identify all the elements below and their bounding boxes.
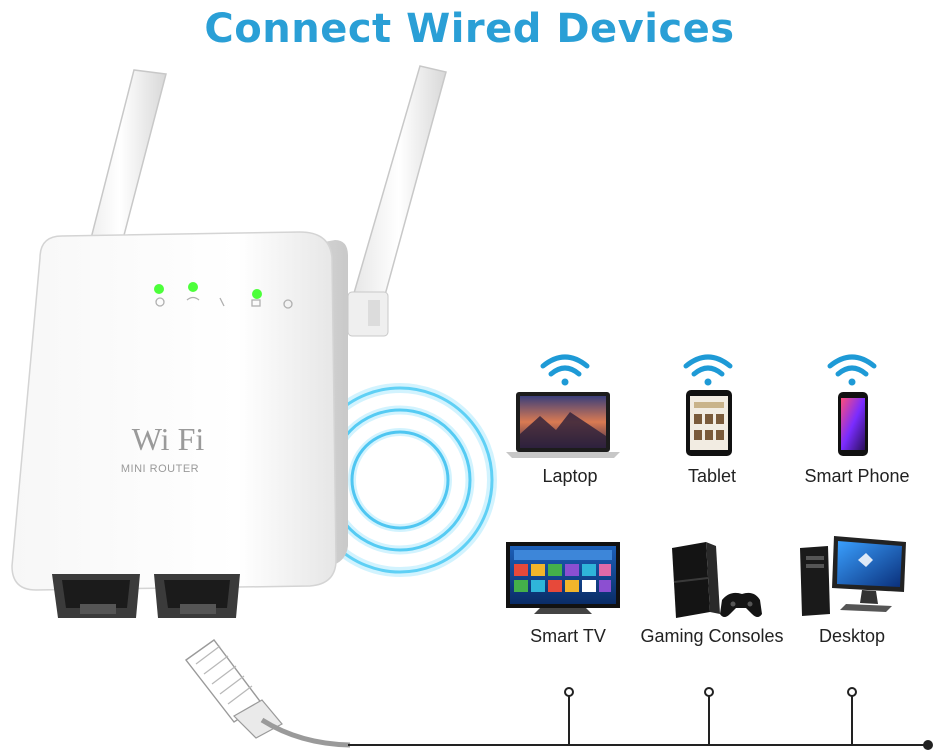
- wifi-led: [188, 282, 198, 292]
- ethernet-port-2: [154, 574, 240, 618]
- device-label-laptop: Laptop: [542, 466, 598, 486]
- tablet-icon: [686, 390, 732, 456]
- wifi-icon: [540, 354, 590, 386]
- headline: Connect Wired Devices: [204, 6, 735, 52]
- device-label-smart-tv: Smart TV: [530, 626, 606, 646]
- wifi-icon: [827, 354, 877, 386]
- router: Wi Fi MINI ROUTER: [11, 231, 348, 618]
- device-label-desktop: Desktop: [818, 626, 886, 646]
- rj45-connector: [185, 639, 351, 748]
- lan-led: [252, 289, 262, 299]
- cable-end-dot: [923, 740, 933, 750]
- desktop-icon: [800, 536, 906, 616]
- console-icon: [672, 542, 762, 618]
- device-label-tablet: Tablet: [687, 466, 737, 486]
- smartphone-icon: [838, 392, 868, 456]
- device-label-smart-phone: Smart Phone: [804, 466, 910, 486]
- router-logo: Wi Fi: [132, 421, 205, 457]
- ethernet-port-1: [52, 574, 140, 618]
- cable-network: [348, 687, 932, 746]
- power-led: [154, 284, 164, 294]
- router-subtext: MINI ROUTER: [121, 463, 199, 475]
- wifi-icon: [683, 354, 733, 386]
- laptop-icon: [506, 392, 620, 458]
- right-antenna: [347, 65, 447, 337]
- tv-icon: [506, 542, 620, 614]
- device-label-gaming-consoles: Gaming Consoles: [640, 626, 784, 646]
